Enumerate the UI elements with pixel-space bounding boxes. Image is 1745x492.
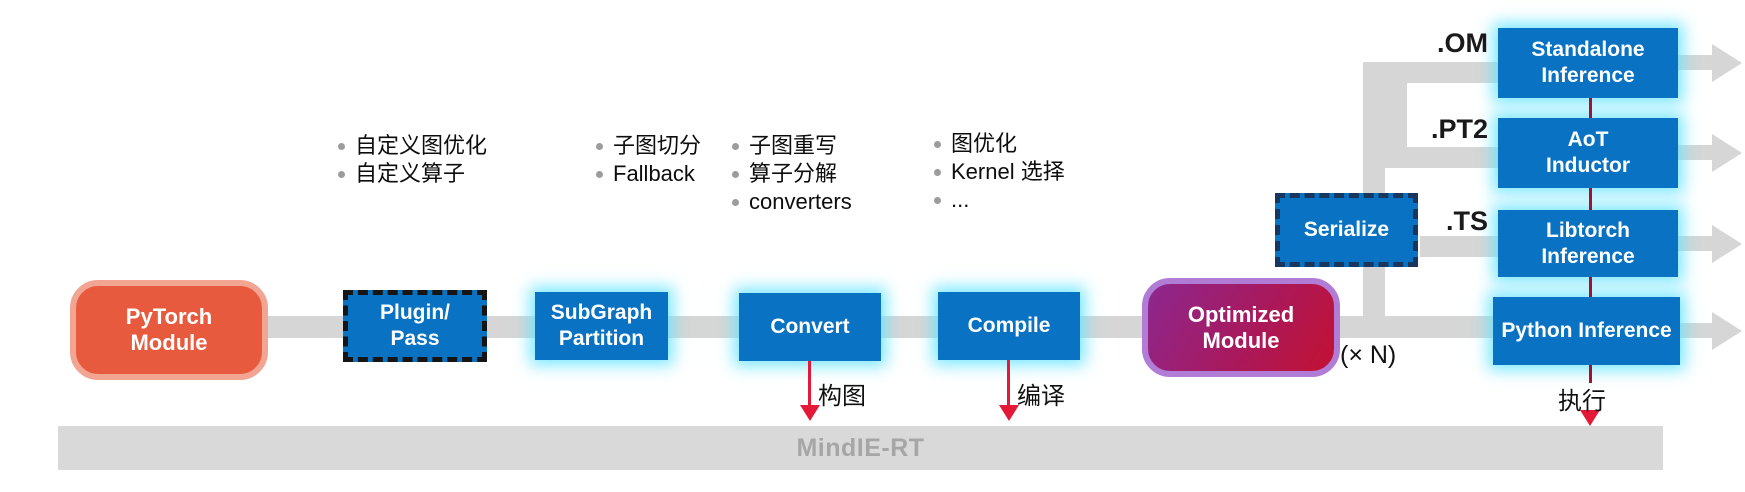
bullet-icon (934, 169, 941, 176)
list-item: Kernel 选择 (934, 158, 1065, 186)
bullet-icon (596, 143, 603, 150)
list-item-label: Fallback (613, 161, 695, 186)
list-item-label: 子图切分 (613, 133, 702, 158)
list-item-label: ... (951, 187, 970, 212)
convert-arrow-head (800, 405, 820, 421)
convert-feature-list: 子图重写 算子分解 converters (732, 132, 852, 216)
python-output-arrow-shaft (1680, 323, 1714, 338)
node-python-inference: Python Inference (1493, 297, 1680, 365)
node-plugin-pass: Plugin/ Pass (343, 290, 487, 362)
aot-output-arrow-head (1712, 134, 1742, 172)
bullet-icon (732, 171, 739, 178)
node-subgraph-partition: SubGraph Partition (535, 292, 668, 360)
python-output-arrow-head (1712, 312, 1742, 350)
libtorch-python-link (1589, 277, 1592, 297)
list-item: ... (934, 186, 1065, 214)
list-item: 子图切分 (596, 132, 701, 160)
aot-output-arrow-shaft (1678, 145, 1714, 160)
node-convert: Convert (739, 293, 881, 361)
node-aot-inductor: AoT Inductor (1498, 118, 1678, 188)
pt2-format-label: .PT2 (1430, 114, 1488, 144)
mindie-rt-bar: MindIE-RT (58, 426, 1663, 470)
list-item-label: 自定义图优化 (355, 133, 488, 158)
compile-feature-list: 图优化 Kernel 选择 ... (934, 130, 1065, 214)
list-item-label: Kernel 选择 (951, 159, 1065, 184)
list-item: 算子分解 (732, 160, 852, 188)
list-item: 图优化 (934, 130, 1065, 158)
bullet-icon (338, 171, 345, 178)
multiplier-note: (× N) (1340, 341, 1397, 369)
standalone-output-arrow-shaft (1678, 55, 1714, 70)
execute-arrow-label: 执行 (1558, 388, 1606, 415)
list-item-label: 图优化 (951, 131, 1018, 156)
node-pytorch-module: PyTorch Module (70, 280, 268, 380)
plugin-pass-feature-list: 自定义图优化 自定义算子 (338, 132, 487, 188)
standalone-aot-link (1589, 98, 1592, 118)
list-item-label: converters (749, 189, 852, 214)
bullet-icon (338, 143, 345, 150)
list-item: 自定义图优化 (338, 132, 487, 160)
list-item: 自定义算子 (338, 160, 487, 188)
compile-arrow-line (1007, 360, 1010, 407)
pt2-branch-line (1385, 147, 1498, 168)
convert-arrow-line (808, 361, 811, 407)
ts-branch-line (1420, 236, 1498, 257)
om-format-label: .OM (1437, 28, 1488, 58)
node-optimized-module: Optimized Module (1142, 278, 1340, 377)
node-libtorch-inference: Libtorch Inference (1498, 210, 1678, 277)
ts-format-label: .TS (1445, 206, 1488, 236)
list-item-label: 子图重写 (749, 133, 838, 158)
bullet-icon (732, 199, 739, 206)
node-serialize: Serialize (1275, 193, 1418, 267)
node-standalone-inference: Standalone Inference (1498, 28, 1678, 98)
subgraph-feature-list: 子图切分 Fallback (596, 132, 701, 188)
libtorch-output-arrow-head (1712, 225, 1742, 263)
libtorch-output-arrow-shaft (1678, 236, 1714, 251)
convert-arrow-label: 构图 (818, 383, 866, 410)
bullet-icon (596, 171, 603, 178)
list-item: converters (732, 188, 852, 216)
standalone-output-arrow-head (1712, 44, 1742, 82)
mindie-rt-label: MindIE-RT (796, 433, 925, 462)
list-item: Fallback (596, 160, 701, 188)
bullet-icon (934, 141, 941, 148)
bullet-icon (934, 197, 941, 204)
om-branch-line (1363, 62, 1498, 83)
list-item: 子图重写 (732, 132, 852, 160)
list-item-label: 算子分解 (749, 161, 838, 186)
list-item-label: 自定义算子 (355, 161, 466, 186)
execute-arrow-line (1589, 365, 1592, 383)
compile-arrow-label: 编译 (1017, 383, 1065, 410)
aot-libtorch-link (1589, 188, 1592, 210)
pt2-trunk-line (1385, 62, 1407, 168)
compile-arrow-head (999, 405, 1019, 421)
execute-arrow-head (1580, 410, 1600, 426)
node-compile: Compile (938, 292, 1080, 360)
bullet-icon (732, 143, 739, 150)
